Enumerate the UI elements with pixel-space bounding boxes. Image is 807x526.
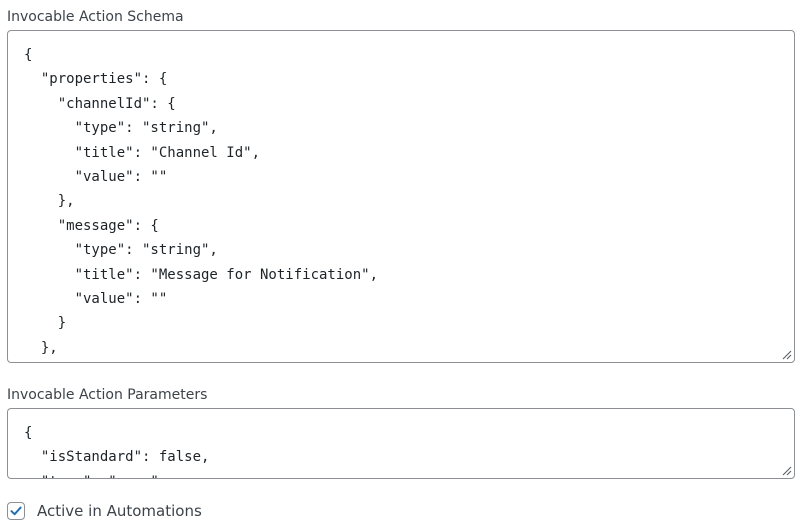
parameters-field-label: Invocable Action Parameters bbox=[7, 387, 208, 403]
active-in-automations-checkbox[interactable] bbox=[7, 502, 25, 520]
active-in-automations-label[interactable]: Active in Automations bbox=[37, 502, 202, 520]
schema-field-label: Invocable Action Schema bbox=[7, 9, 184, 25]
checkmark-icon bbox=[10, 506, 22, 516]
schema-textarea-content[interactable]: { "properties": { "channelId": { "type":… bbox=[24, 47, 379, 356]
schema-textarea[interactable]: { "properties": { "channelId": { "type":… bbox=[7, 30, 795, 363]
resize-handle-icon[interactable] bbox=[782, 350, 792, 360]
active-in-automations-row[interactable]: Active in Automations bbox=[7, 500, 202, 522]
parameters-textarea[interactable]: { "isStandard": false, "type": "apex" bbox=[7, 408, 795, 479]
resize-handle-icon[interactable] bbox=[782, 466, 792, 476]
parameters-textarea-content[interactable]: { "isStandard": false, "type": "apex" bbox=[24, 425, 210, 478]
